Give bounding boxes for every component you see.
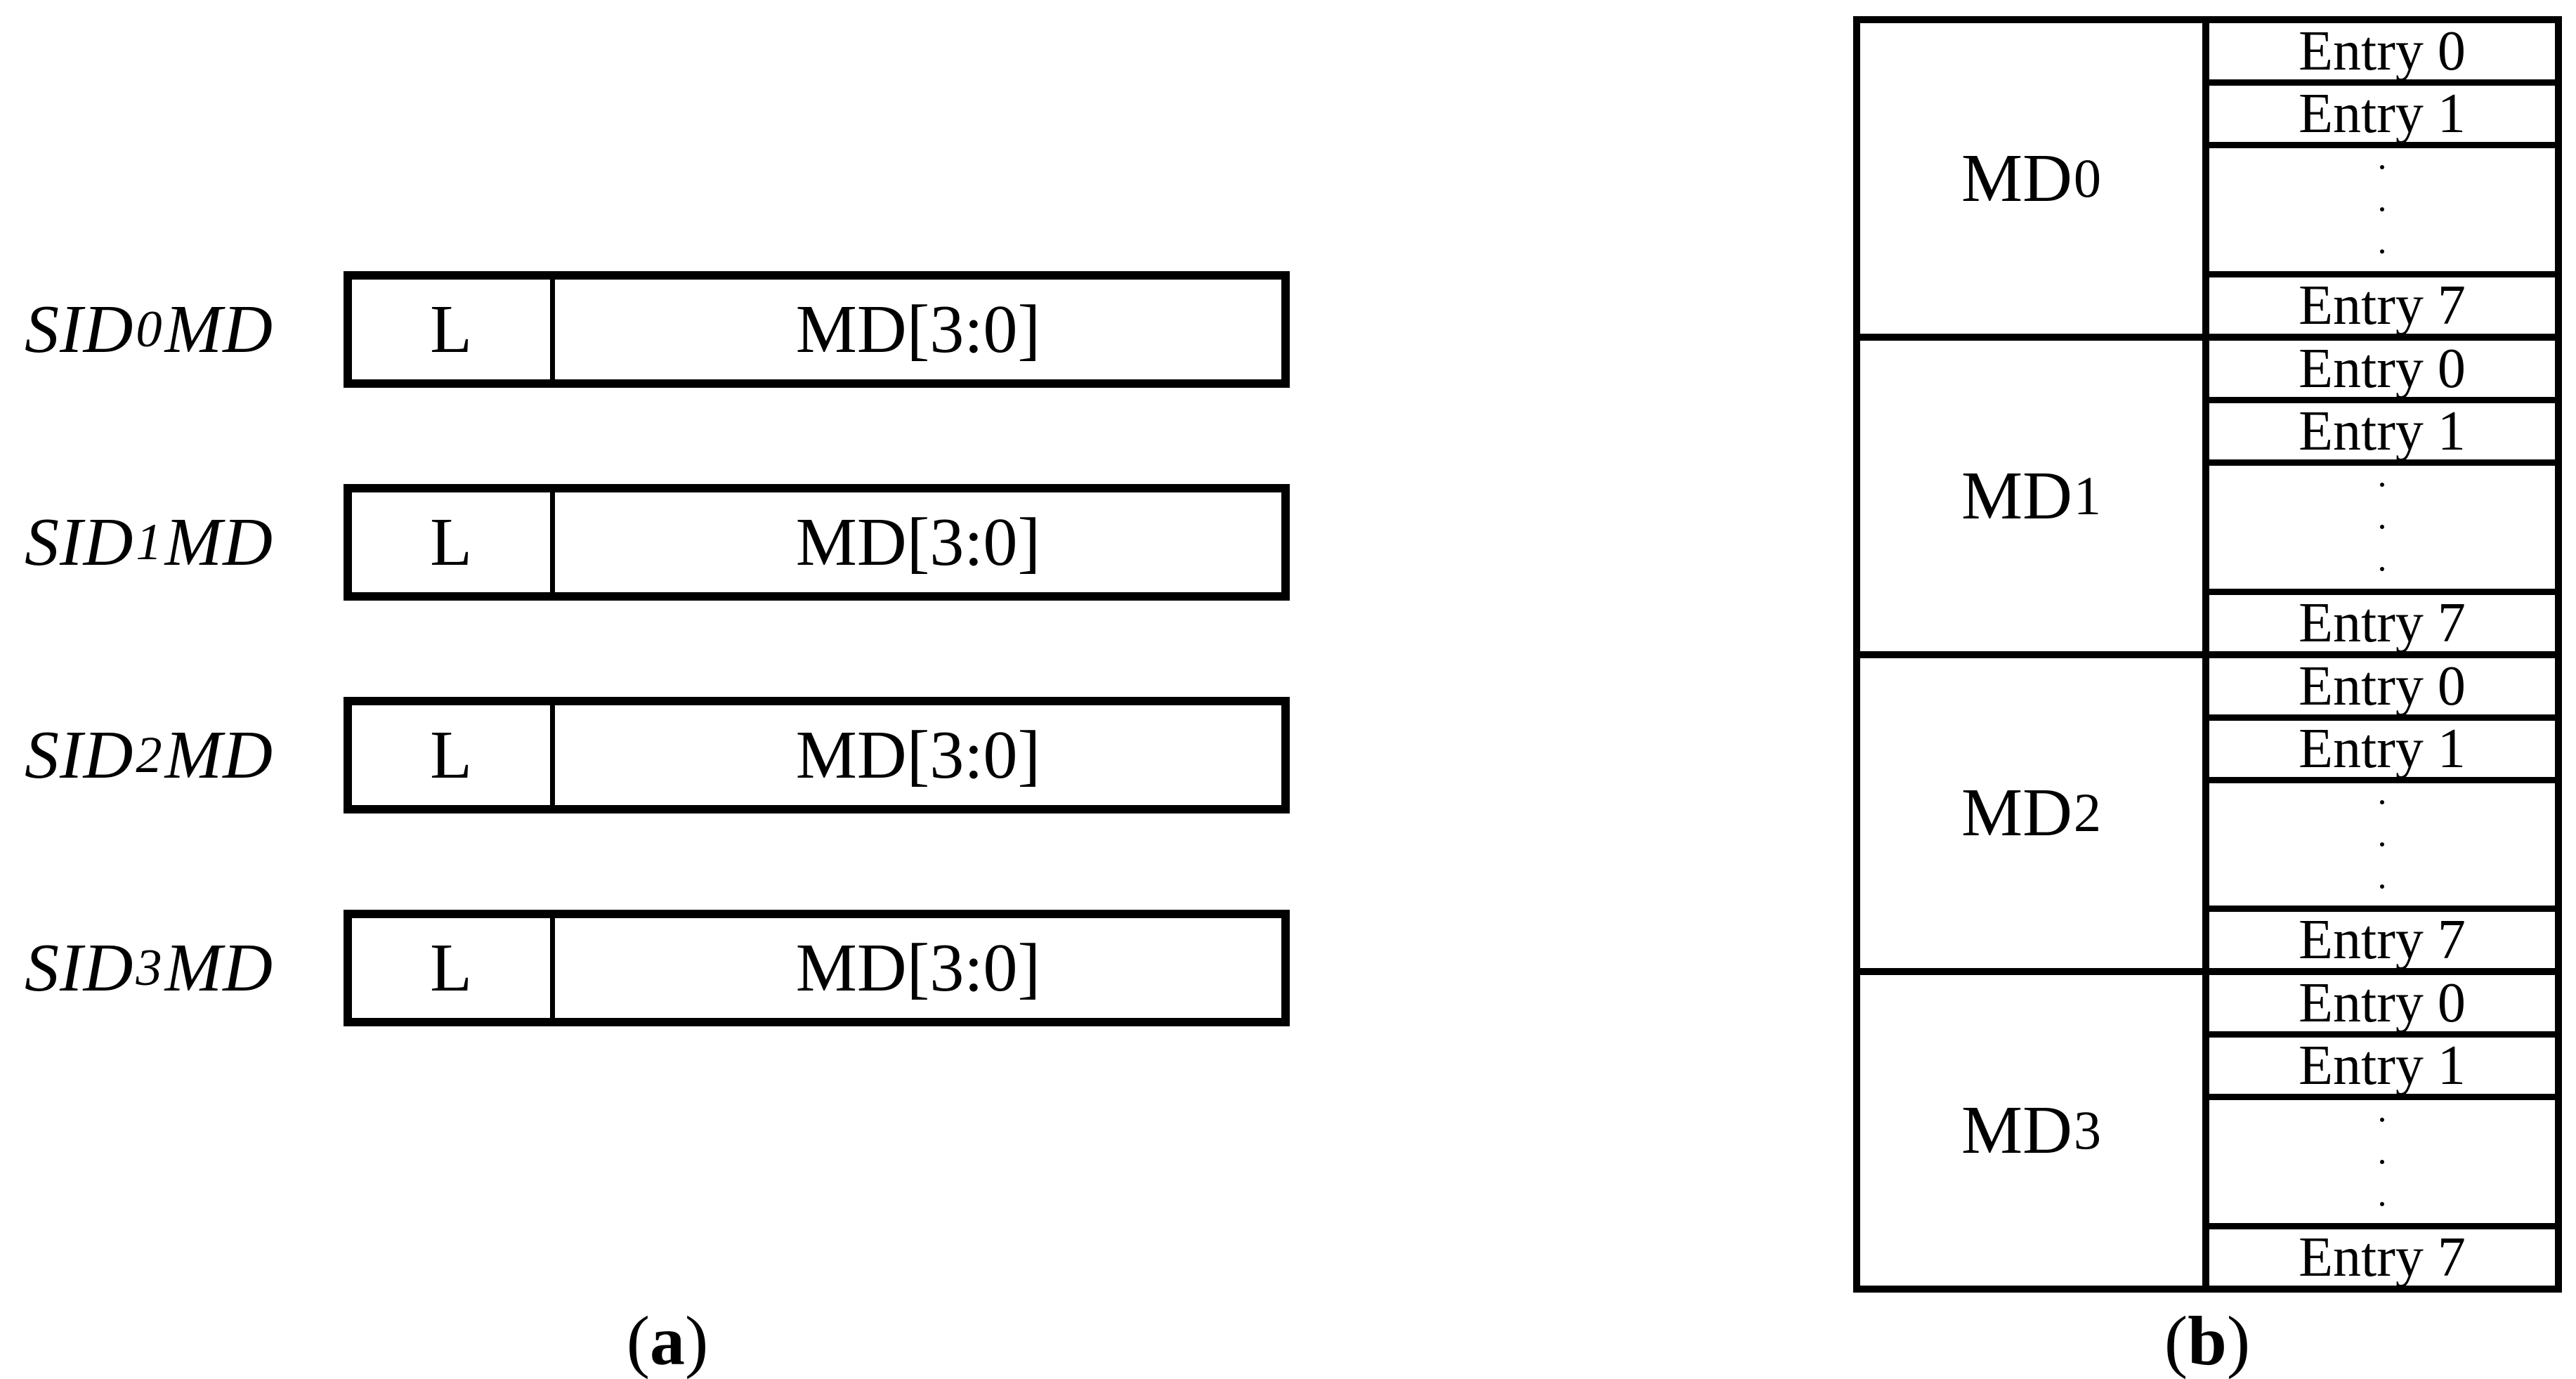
- entry-row: Entry 0: [2299, 20, 2466, 82]
- bitfield-md-cell: MD[3:0]: [795, 292, 1041, 367]
- register-name-suffix: MD: [164, 292, 274, 367]
- caption-open-paren: (: [626, 1301, 650, 1379]
- register-box: L MD[3:0]: [344, 484, 1290, 601]
- bitfield-l-cell: L: [352, 280, 555, 379]
- register-box: L MD[3:0]: [344, 271, 1290, 388]
- md-entries-column: Entry 0 Entry 1 Entry 7: [2209, 341, 2555, 651]
- register-name-prefix: SID: [25, 930, 134, 1006]
- caption-close-paren: ): [2226, 1301, 2251, 1379]
- md-name-index: 0: [2073, 147, 2102, 209]
- caption-letter: a: [650, 1301, 685, 1379]
- entry-row: Entry 1: [2209, 79, 2555, 142]
- vertical-ellipsis-cell: [2209, 1094, 2555, 1223]
- ellipsis-dot: [2380, 842, 2384, 847]
- md-name-prefix: MD: [1961, 1092, 2072, 1169]
- register-name-prefix: SID: [25, 504, 134, 580]
- entry-row: Entry 0: [2299, 337, 2466, 400]
- ellipsis-dot: [2380, 1201, 2384, 1206]
- ellipsis-dot: [2380, 1117, 2384, 1122]
- ellipsis-dot: [2380, 799, 2384, 804]
- md-entries-column: Entry 0 Entry 1 Entry 7: [2209, 23, 2555, 334]
- md-name-index: 2: [2073, 782, 2102, 844]
- register-name-suffix: MD: [164, 930, 274, 1006]
- bitfield-l-cell: L: [352, 492, 555, 592]
- register-name-index: 1: [136, 513, 163, 571]
- entry-row: Entry 1: [2209, 714, 2555, 777]
- ellipsis-dot: [2380, 165, 2384, 170]
- entry-row: Entry 0: [2299, 972, 2466, 1035]
- register-box: L MD[3:0]: [344, 910, 1290, 1026]
- entry-row: Entry 1: [2209, 396, 2555, 459]
- entry-row: Entry 7: [2209, 270, 2555, 334]
- vertical-ellipsis-cell: [2209, 776, 2555, 906]
- bitfield-l-cell: L: [352, 705, 555, 805]
- caption-letter: b: [2188, 1301, 2227, 1379]
- md-name-prefix: MD: [1961, 775, 2072, 851]
- bitfield-md-cell: MD[3:0]: [795, 717, 1041, 793]
- register-name-prefix: SID: [25, 292, 134, 367]
- panel-b-caption: (b): [2164, 1302, 2250, 1379]
- ellipsis-dot: [2380, 249, 2384, 254]
- entry-row: Entry 7: [2209, 1223, 2555, 1286]
- ellipsis-dot: [2380, 884, 2384, 889]
- register-box: L MD[3:0]: [344, 697, 1290, 813]
- entry-row: Entry 7: [2209, 906, 2555, 968]
- md-name-prefix: MD: [1961, 140, 2072, 216]
- entry-row: Entry 0: [2299, 655, 2466, 717]
- register-name-suffix: MD: [164, 717, 274, 793]
- ellipsis-dot: [2380, 525, 2384, 530]
- md-entries-column: Entry 0 Entry 1 Entry 7: [2209, 655, 2555, 968]
- register-name-index: 2: [136, 726, 163, 784]
- md-entries-column: Entry 0 Entry 1 Entry 7: [2209, 975, 2555, 1286]
- md-name-index: 3: [2073, 1099, 2102, 1161]
- caption-open-paren: (: [2164, 1301, 2188, 1379]
- entry-row: Entry 7: [2209, 588, 2555, 651]
- panel-a-caption: (a): [627, 1302, 709, 1379]
- register-name-index: 0: [136, 300, 163, 358]
- bitfield-md-cell: MD[3:0]: [795, 504, 1041, 580]
- register-name-suffix: MD: [164, 504, 274, 580]
- vertical-ellipsis-cell: [2209, 459, 2555, 589]
- ellipsis-dot: [2380, 207, 2384, 212]
- ellipsis-dot: [2380, 567, 2384, 572]
- entry-row: Entry 1: [2209, 1031, 2555, 1094]
- md-name-prefix: MD: [1961, 457, 2072, 534]
- ellipsis-dot: [2380, 483, 2384, 488]
- register-name-prefix: SID: [25, 717, 134, 793]
- register-name-index: 3: [136, 939, 163, 997]
- ellipsis-dot: [2380, 1159, 2384, 1164]
- md-name-index: 1: [2073, 464, 2102, 526]
- vertical-ellipsis-cell: [2209, 142, 2555, 271]
- caption-close-paren: ): [685, 1301, 709, 1379]
- bitfield-md-cell: MD[3:0]: [795, 930, 1041, 1006]
- bitfield-l-cell: L: [352, 918, 555, 1018]
